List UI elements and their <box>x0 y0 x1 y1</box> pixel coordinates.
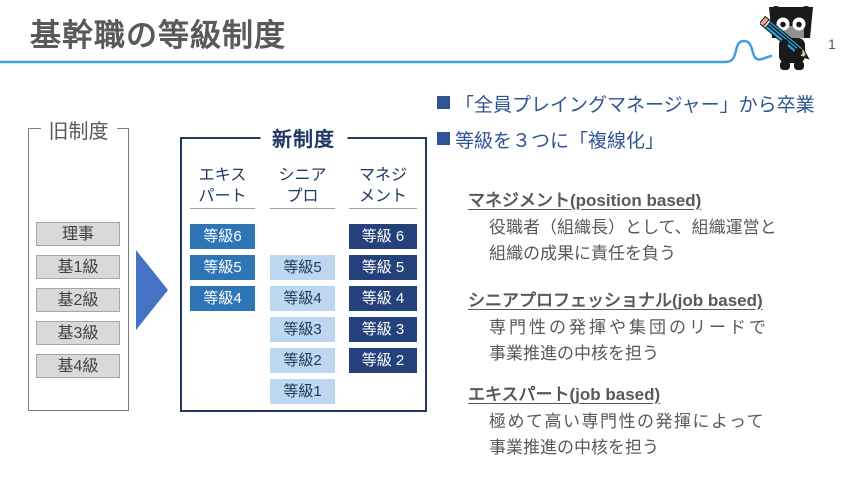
grade-box-senior: 等級1 <box>270 379 335 404</box>
old-grade-box: 基2級 <box>36 288 120 312</box>
new-system-panel: 新制度 エキス パート シニア プロ マネジ メント 等級6 等級5 等級4 等… <box>180 123 427 412</box>
transition-arrow-icon <box>136 250 168 330</box>
old-grade-box: 理事 <box>36 222 120 246</box>
page-number: 1 <box>828 36 836 52</box>
summary-panel: 「全員プレイングマネージャー」から卒業 等級を３つに「複線化」 マネジメント(p… <box>437 90 842 461</box>
old-grade-box: 基4級 <box>36 354 120 378</box>
grade-box-management: 等級 2 <box>349 348 417 373</box>
grade-box-management: 等級 5 <box>349 255 417 280</box>
old-grade-box: 基3級 <box>36 321 120 345</box>
column-header-senior-pro: シニア プロ <box>270 161 335 209</box>
old-system-label: 旧制度 <box>40 115 117 144</box>
header-line: プロ <box>286 188 319 205</box>
grade-box-senior: 等級3 <box>270 317 335 342</box>
description-line: 組織の成果に責任を負う <box>489 244 676 263</box>
grade-box-senior: 等級5 <box>270 255 335 280</box>
description-management: マネジメント(position based) 役職者（組織長）として、組織運営と… <box>468 186 842 267</box>
page-title: 基幹職の等級制度 <box>30 18 286 53</box>
header-line: シニア <box>278 167 327 184</box>
description-line: 事業推進の中核を担う <box>489 438 659 457</box>
column-header-expert: エキス パート <box>190 161 255 209</box>
grade-box-expert: 等級5 <box>190 255 255 280</box>
description-heading: シニアプロフェッショナル(job based) <box>468 291 763 310</box>
description-line: 専門性の発揮や集団のリードで <box>489 318 769 337</box>
bullet-text: 「全員プレイングマネージャー」から卒業 <box>455 95 815 116</box>
old-system-panel: 旧制度 理事 基1級 基2級 基3級 基4級 <box>28 115 129 411</box>
new-system-label: 新制度 <box>260 123 347 152</box>
grade-box-management: 等級 3 <box>349 317 417 342</box>
description-senior-professional: シニアプロフェッショナル(job based) 専門性の発揮や集団のリードで 事… <box>468 286 842 367</box>
grade-box-senior: 等級2 <box>270 348 335 373</box>
bullet-text: 等級を３つに「複線化」 <box>455 131 665 152</box>
header-line: エキス <box>198 167 247 184</box>
grade-box-expert: 等級4 <box>190 286 255 311</box>
grade-box-senior: 等級4 <box>270 286 335 311</box>
bullet-square-icon <box>437 96 450 109</box>
description-heading: マネジメント(position based) <box>468 191 702 210</box>
description-line: 極めて高い専門性の発揮によって <box>489 412 766 431</box>
bullet-item: 「全員プレイングマネージャー」から卒業 <box>437 90 842 117</box>
pencil-icon <box>760 15 810 60</box>
bullet-item: 等級を３つに「複線化」 <box>437 126 842 153</box>
column-header-management: マネジ メント <box>349 161 417 209</box>
grade-box-management: 等級 4 <box>349 286 417 311</box>
description-heading: エキスパート(job based) <box>468 385 661 404</box>
description-expert: エキスパート(job based) 極めて高い専門性の発揮によって 事業推進の中… <box>468 380 842 461</box>
header-line: マネジ <box>358 167 407 184</box>
description-line: 事業推進の中核を担う <box>489 344 659 363</box>
header-line: メント <box>358 188 407 205</box>
description-line: 役職者（組織長）として、組織運営と <box>489 218 777 237</box>
bullet-square-icon <box>437 132 450 145</box>
old-grade-box: 基1級 <box>36 255 120 279</box>
grade-box-management: 等級 6 <box>349 224 417 249</box>
grade-box-expert: 等級6 <box>190 224 255 249</box>
mascot-illustration <box>760 6 813 70</box>
header-line: パート <box>198 188 247 205</box>
